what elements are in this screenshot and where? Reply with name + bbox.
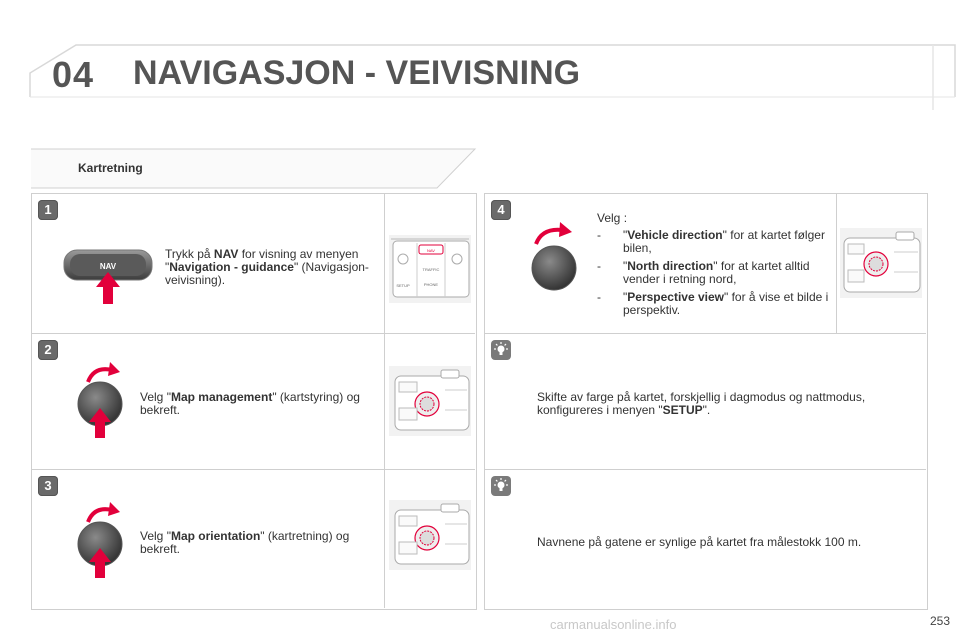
option-north-direction: - "North direction" for at kartet alltid … (597, 260, 832, 286)
step1-text-b: for visning av menyen " (165, 247, 359, 274)
step-badge-3: 3 (38, 476, 58, 496)
step-badge-1: 1 (38, 200, 58, 220)
tip1-text-b: ". (702, 403, 711, 417)
dashboard-thumbnail-2 (389, 366, 471, 436)
step2-text-b: " (kartstyring) og bekreft. (140, 390, 360, 417)
thumb-nav-label: NAV (427, 248, 435, 253)
step1-text-c: " (Navigasjon-veivisning). (165, 260, 369, 287)
thumb-setup-label: SETUP (396, 283, 410, 288)
dashboard-thumbnail-3 (389, 500, 471, 570)
thumb-phone-label: PHONE (424, 282, 439, 287)
option-name: Perspective view (627, 290, 724, 304)
option-dash: - (597, 259, 601, 273)
option-quote: " (623, 290, 628, 304)
step4-intro: Velg : (597, 211, 628, 225)
step3-instruction: Velg "Map orientation" (kartretning) og … (140, 530, 375, 556)
nav-button-illustration: NAV (63, 249, 153, 304)
step1-bold-nav: NAV (213, 247, 239, 261)
step-badge-4: 4 (491, 200, 511, 220)
step2-text-a: Velg " (140, 390, 171, 404)
page-number: 253 (929, 614, 950, 628)
option-quote: " (623, 228, 628, 242)
svg-text:NAV: NAV (100, 262, 117, 271)
option-perspective-view: - "Perspective view" for å vise et bilde … (597, 291, 832, 317)
rotary-knob-press-icon (77, 362, 123, 438)
rotary-knob-press-icon (77, 502, 123, 578)
option-description: " for at kartet følger bilen, (623, 228, 825, 255)
option-vehicle-direction: - "Vehicle direction" for at kartet følge… (597, 229, 832, 255)
tip-street-names: Navnene på gatene er synlige på kartet f… (537, 535, 862, 549)
step1-text-a: Trykk på (165, 247, 214, 261)
section-label: Kartretning (78, 161, 143, 175)
dashboard-thumbnail-4 (840, 228, 922, 298)
step3-bold: Map orientation (170, 529, 261, 543)
chapter-number: 04 (52, 54, 95, 95)
tip1-bold: SETUP (662, 403, 703, 417)
option-dash: - (597, 290, 601, 304)
option-name: Vehicle direction (627, 228, 723, 242)
option-description: " for å vise et bilde i perspektiv. (623, 290, 829, 317)
dashboard-thumbnail-1: NAV TRAFFIC PHONE SETUP (389, 235, 471, 303)
option-name: North direction (627, 259, 714, 273)
tip-setup-color: Skifte av farge på kartet, forskjellig i… (537, 391, 907, 417)
step-badge-2: 2 (38, 340, 58, 360)
header-tab (29, 44, 956, 110)
step1-bold-menu: Navigation - guidance (169, 260, 294, 274)
option-quote: " (623, 259, 628, 273)
thumb-traffic-label: TRAFFIC (423, 267, 440, 272)
option-description: " for at kartet alltid vender i retning … (623, 259, 810, 286)
section-ribbon (31, 148, 477, 189)
page-title: NAVIGASJON - VEIVISNING (133, 54, 581, 92)
direction-options-list: -"Vehicle direction" for at kartet følge… (597, 229, 832, 322)
option-dash: - (597, 228, 601, 242)
tip1-text-a: Skifte av farge på kartet, forskjellig i… (537, 390, 866, 417)
step2-instruction: Velg "Map management" (kartstyring) og b… (140, 391, 375, 417)
step3-text-b: " (kartretning) og bekreft. (140, 529, 350, 556)
step1-instruction: Trykk på NAV for visning av menyen "Navi… (165, 248, 375, 287)
rotary-knob-turn-icon (531, 222, 577, 291)
tip-lightbulb-icon (491, 340, 511, 360)
tip-lightbulb-icon (491, 476, 511, 496)
step3-text-a: Velg " (140, 529, 171, 543)
watermark: carmanualsonline.info (550, 617, 677, 632)
step2-bold: Map management (170, 390, 273, 404)
